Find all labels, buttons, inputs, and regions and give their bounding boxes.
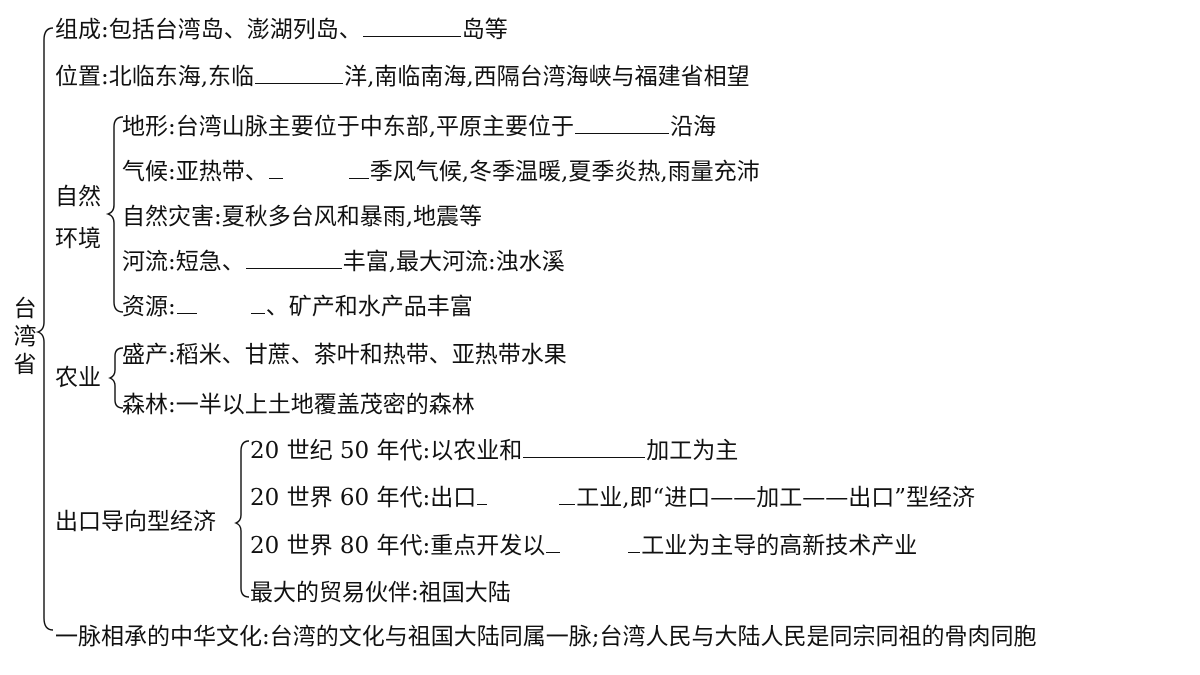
jingji-50s-text-b: 加工为主 (646, 438, 739, 464)
jingji-60s-text-b: 工业,即“进口——加工——出口”型经济 (576, 485, 976, 511)
shengchan-line: 盛产:稻米、甘蔗、茶叶和热带、亚热带水果 (122, 342, 567, 368)
jingji-partner-line: 最大的贸易伙伴:祖国大陆 (250, 580, 511, 606)
heliu-blank (245, 248, 342, 269)
senlin-line: 森林:一半以上土地覆盖茂密的森林 (122, 392, 475, 418)
jingji-60s-text-a: 20 世界 60 年代:出口 (250, 485, 477, 511)
root-char-3: 省 (13, 352, 37, 378)
zaihai-text: 自然灾害:夏秋多台风和暴雨,地震等 (122, 204, 483, 230)
root-brace (35, 27, 54, 631)
ziyuan-text-a: 资源: (122, 294, 176, 320)
nongye-brace (108, 347, 124, 409)
jingji-80s-text-a: 20 世界 80 年代:重点开发以 (250, 533, 546, 559)
jingji-80s-blank-right (628, 532, 641, 553)
zaihai-line: 自然灾害:夏秋多台风和暴雨,地震等 (122, 202, 482, 232)
jingji-50s-blank (523, 437, 646, 458)
qihou-text-b: 季风气候,冬季温暖,夏季炎热,雨量充沛 (369, 159, 760, 185)
jingji-60s-blank-right (559, 484, 576, 505)
ziyuan-blank-right (250, 293, 265, 314)
wenhua-line: 一脉相承的中华文化:台湾的文化与祖国大陆同属一脉;台湾人民与大陆人民是同宗同祖的… (55, 624, 1037, 650)
jingji-50s-line: 20 世纪 50 年代:以农业和 加工为主 (250, 436, 738, 466)
jingji-60s-line: 20 世界 60 年代:出口 工业,即“进口——加工——出口”型经济 (250, 483, 975, 513)
ziran-brace (105, 116, 124, 313)
jingji-label: 出口导向型经济 (55, 509, 216, 535)
jingji-brace (234, 440, 250, 598)
jingji-80s-blank-left (546, 532, 561, 553)
weizhi-text-b: 洋,南临南海,西隔台湾海峡与福建省相望 (344, 64, 750, 90)
ziyuan-text-b: 、矿产和水产品丰富 (265, 294, 473, 320)
zucheng-text-a: 组成:包括台湾岛、澎湖列岛、 (55, 17, 362, 43)
weizhi-text-a: 位置:北临东海,东临 (55, 64, 255, 90)
ziran-label-bottom: 环境 (55, 226, 101, 252)
heliu-text-a: 河流:短急、 (122, 249, 245, 275)
heliu-line: 河流:短急、 丰富,最大河流:浊水溪 (122, 247, 565, 277)
jingji-60s-blank-left (477, 484, 488, 505)
qihou-text-a: 气候:亚热带、 (122, 159, 268, 185)
dixing-text-b: 沿海 (670, 114, 717, 140)
ziran-label-top: 自然 (55, 184, 101, 210)
ziyuan-line: 资源: 、矿产和水产品丰富 (122, 292, 473, 322)
qihou-blank-left (268, 158, 283, 179)
zucheng-line: 组成:包括台湾岛、澎湖列岛、 岛等 (55, 15, 508, 45)
jingji-80s-line: 20 世界 80 年代:重点开发以 工业为主导的高新技术产业 (250, 531, 917, 561)
qihou-blank-right (348, 158, 369, 179)
root-char-1: 台 (13, 296, 37, 322)
zucheng-text-b: 岛等 (461, 17, 508, 43)
nongye-label: 农业 (55, 365, 101, 391)
dixing-blank (575, 113, 670, 134)
ziyuan-blank-left (176, 293, 197, 314)
heliu-text-b: 丰富,最大河流:浊水溪 (342, 249, 565, 275)
weizhi-blank (255, 63, 344, 84)
root-char-2: 湾 (13, 324, 37, 350)
dixing-text-a: 地形:台湾山脉主要位于中东部,平原主要位于 (122, 114, 575, 140)
root-label: 台 湾 省 (10, 295, 40, 379)
jingji-50s-text-a: 20 世纪 50 年代:以农业和 (250, 438, 523, 464)
weizhi-line: 位置:北临东海,东临 洋,南临南海,西隔台湾海峡与福建省相望 (55, 62, 750, 92)
qihou-line: 气候:亚热带、 季风气候,冬季温暖,夏季炎热,雨量充沛 (122, 157, 760, 187)
zucheng-blank (362, 16, 461, 37)
jingji-80s-text-b: 工业为主导的高新技术产业 (641, 533, 918, 559)
dixing-line: 地形:台湾山脉主要位于中东部,平原主要位于 沿海 (122, 112, 716, 142)
